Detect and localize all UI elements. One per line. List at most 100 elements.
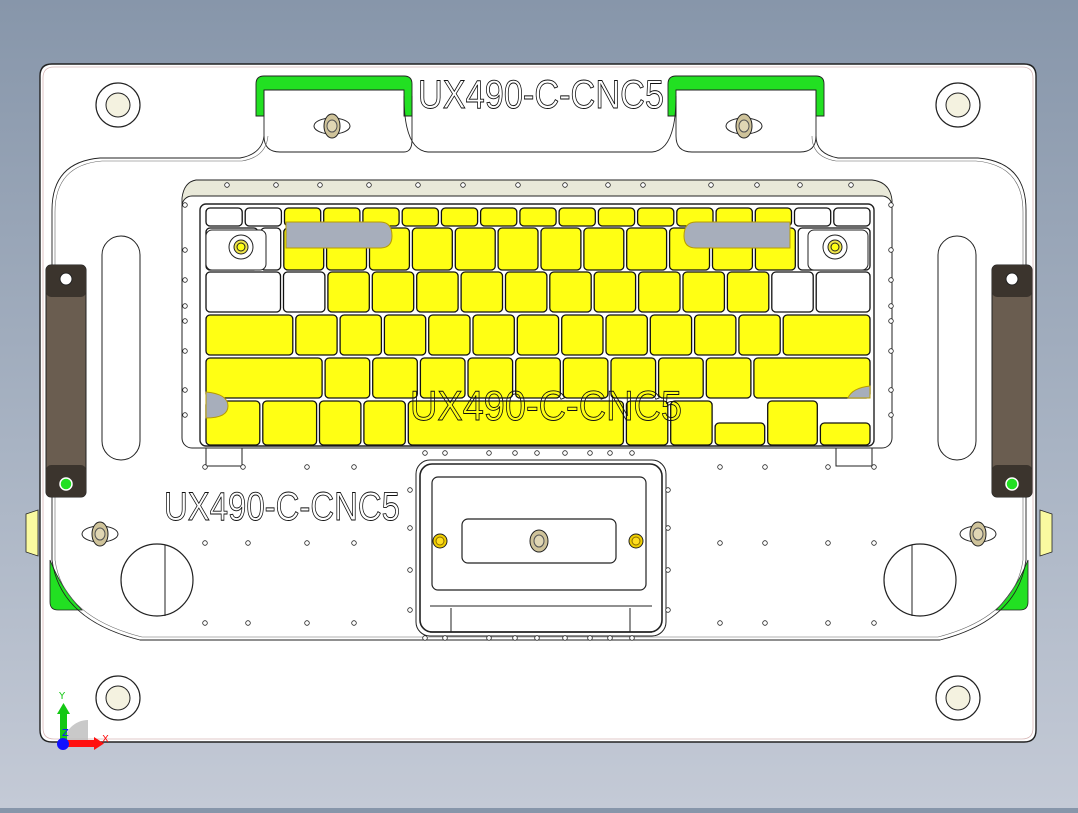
hole-56 [442,450,448,456]
hole-63 [534,635,540,641]
hole-74 [407,525,413,531]
z-axis-dot [57,738,69,750]
hole-48 [762,540,768,546]
key-bottom-row-3 [363,400,406,446]
hole-28 [182,412,188,418]
key-shift-row-0 [205,357,323,399]
hole-72 [407,487,413,493]
handle-left[interactable] [45,264,87,498]
key-top-letter-row-13 [815,271,871,313]
corner-bushing-top-right [935,82,981,128]
hole-15 [888,202,894,208]
hole-29 [888,412,894,418]
hole-39 [202,620,208,626]
hole-32 [304,464,310,470]
key-top-letter-row-7 [549,271,592,313]
triad-y-label: Y [58,691,66,702]
hole-61 [512,635,518,641]
corner-bushing-bottom-left [95,675,141,721]
key-function-row-8 [519,207,557,227]
clamp-module[interactable] [415,459,667,637]
key-shift-row-3 [419,357,466,399]
key-top-letter-row-8 [593,271,637,313]
support-foot-left [205,447,243,467]
hole-35 [762,464,768,470]
keyboard-keys [205,207,871,446]
hole-21 [888,303,894,309]
plate-inner-edge [42,66,1034,740]
key-bottom-row-6 [670,400,713,446]
key-shift-row-8 [657,357,704,399]
key-function-row-5 [401,207,440,227]
key-home-row-12 [782,314,871,356]
hole-0 [224,182,230,188]
hole-52 [871,540,877,546]
key-home-row-1 [295,314,338,356]
key-home-row-3 [383,314,427,356]
key-bottom-row-1 [262,400,318,446]
hole-31 [240,464,246,470]
hole-70 [629,450,635,456]
hole-24 [182,348,188,354]
gray-notch-left [205,391,229,419]
hole-50 [825,540,831,546]
hole-17 [888,247,894,253]
hole-65 [562,635,568,641]
key-top-letter-row-11 [726,271,770,313]
hole-59 [486,635,492,641]
hole-14 [182,202,188,208]
hole-78 [407,607,413,613]
hole-36 [825,464,831,470]
hole-10 [708,182,714,188]
hole-8 [605,182,611,188]
hole-69 [607,635,613,641]
handle-right[interactable] [991,264,1033,498]
hole-38 [202,540,208,546]
key-function-row-10 [597,207,636,227]
hole-43 [304,620,310,626]
pocket-outline [51,90,1027,641]
hole-68 [607,450,613,456]
key-number-row-6 [454,227,496,271]
clamp-nut-2 [81,521,119,547]
gray-notch-right [847,385,871,399]
part-label-center: UX490-C-CNC5 [410,382,682,429]
mounting-holes [182,182,894,641]
gray-slot-right [683,221,791,249]
key-shift-row-9 [705,357,752,399]
hole-57 [442,635,448,641]
key-home-row-10 [693,314,737,356]
key-bottom-row-7 [714,422,766,446]
key-top-letter-row-6 [504,271,548,313]
hole-45 [351,620,357,626]
key-shift-row-7 [610,357,657,399]
hole-2 [317,182,323,188]
hole-58 [486,450,492,456]
hole-76 [407,567,413,573]
x-axis-arrow [63,740,95,747]
key-function-row-6 [440,207,479,227]
key-home-row-11 [738,314,781,356]
slot-right [937,235,977,461]
key-top-letter-row-2 [327,271,370,313]
key-number-row-9 [583,227,625,271]
hole-71 [629,635,635,641]
right-side-block [1039,509,1053,557]
locating-pin-left [205,229,267,271]
hole-1 [273,182,279,188]
hole-19 [888,277,894,283]
hole-67 [587,635,593,641]
key-function-row-1 [244,207,283,227]
key-home-row-9 [649,314,693,356]
key-number-row-8 [540,227,582,271]
triad-x-label: X [102,734,109,745]
slot-left [101,235,141,461]
hole-49 [762,620,768,626]
hole-20 [182,303,188,309]
hole-77 [665,567,671,573]
key-top-letter-row-4 [416,271,459,313]
part-label-left: UX490-C-CNC5 [164,485,400,529]
key-shift-row-1 [324,357,371,399]
